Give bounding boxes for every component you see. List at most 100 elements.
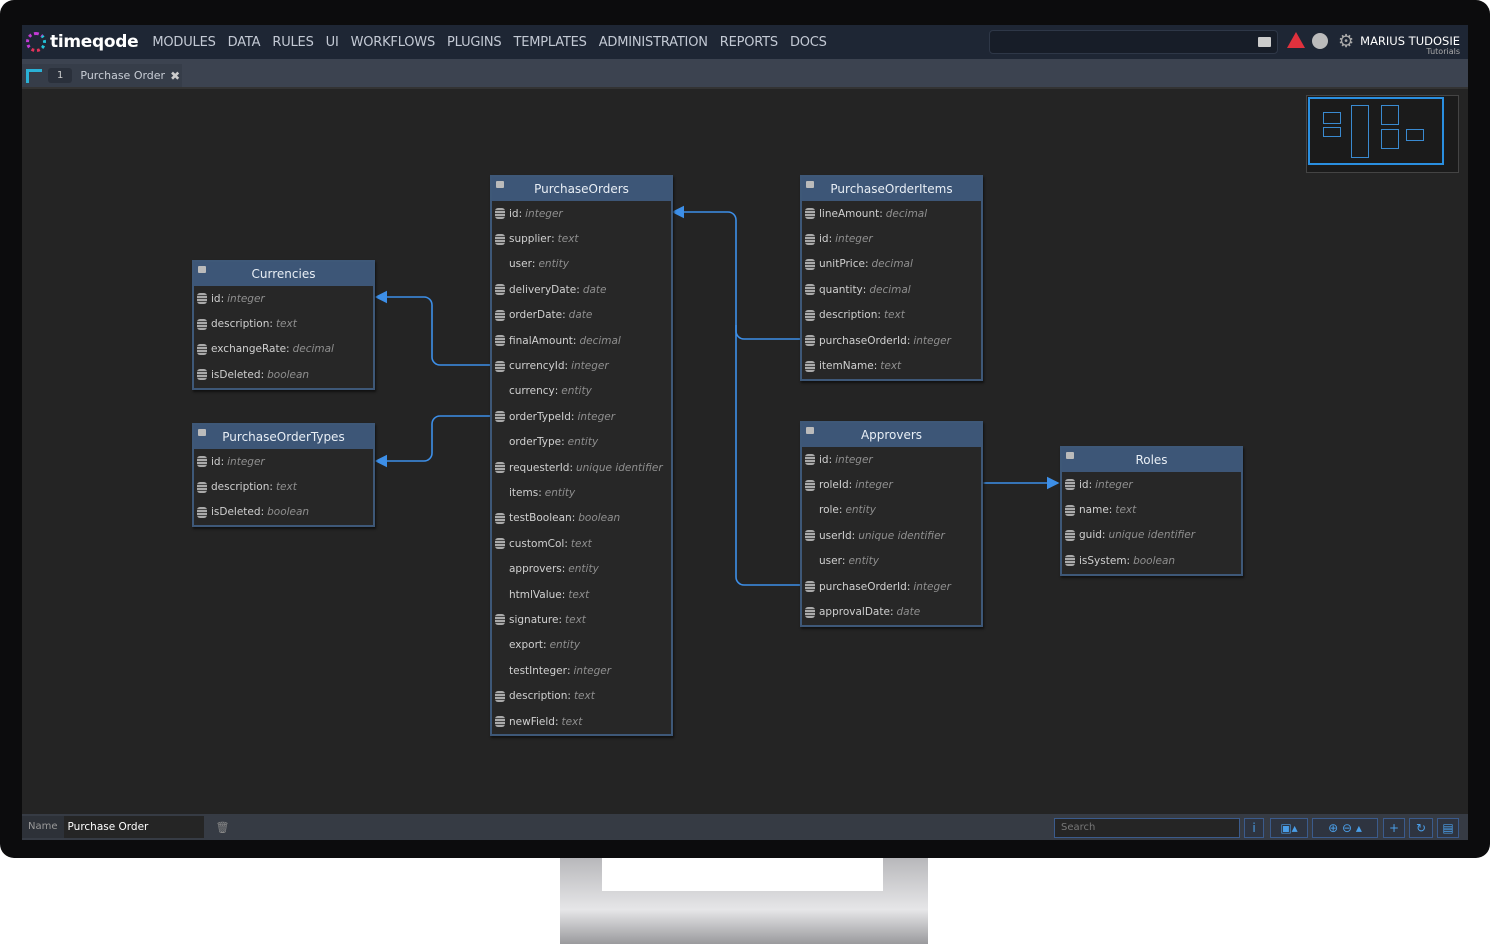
- field-row[interactable]: user:entity: [819, 555, 879, 568]
- nav-rules[interactable]: RULES: [272, 34, 314, 50]
- field-row[interactable]: description:text: [492, 683, 671, 708]
- field-row[interactable]: roleId:integer: [802, 472, 981, 497]
- alert-icon[interactable]: [1287, 32, 1305, 48]
- field-row[interactable]: id:integer: [194, 286, 373, 311]
- nav-reports[interactable]: REPORTS: [719, 34, 778, 50]
- field-row[interactable]: orderType:entity: [509, 436, 599, 449]
- field-row[interactable]: guid:unique identifier: [1062, 523, 1241, 548]
- field-row[interactable]: id:integer: [194, 449, 373, 474]
- field-row[interactable]: unitPrice:decimal: [802, 252, 981, 277]
- field-row[interactable]: approvers:entity: [509, 563, 599, 576]
- field-row[interactable]: exchangeRate:decimal: [194, 337, 373, 362]
- globe-icon[interactable]: [1312, 33, 1328, 49]
- field-row[interactable]: userId:unique identifier: [802, 523, 981, 548]
- settings-gear-icon[interactable]: ⚙: [1338, 31, 1355, 52]
- field-row[interactable]: requesterId:unique identifier: [492, 455, 671, 480]
- field-row[interactable]: signature:text: [492, 607, 671, 632]
- collapse-icon[interactable]: [1066, 452, 1074, 459]
- collapse-icon[interactable]: [496, 181, 504, 188]
- field-row[interactable]: id:integer: [802, 447, 981, 472]
- save-button[interactable]: ▤: [1437, 818, 1459, 838]
- field-row[interactable]: approvalDate:date: [802, 599, 981, 624]
- nav-ui[interactable]: UI: [325, 34, 339, 50]
- image-export-button[interactable]: ▣▴: [1270, 818, 1308, 838]
- close-tab-icon[interactable]: ✖: [170, 68, 181, 83]
- field-row[interactable]: finalAmount:decimal: [492, 328, 671, 353]
- entity-header[interactable]: PurchaseOrderTypes: [194, 425, 373, 449]
- add-button[interactable]: +: [1383, 818, 1405, 838]
- zoom-controls[interactable]: ⊕ ⊖ ▴: [1312, 818, 1378, 838]
- global-search-input[interactable]: [989, 30, 1278, 54]
- field-row[interactable]: isDeleted:boolean: [194, 500, 373, 525]
- database-icon: [197, 343, 207, 355]
- field-row[interactable]: id:integer: [1062, 472, 1241, 497]
- field-row[interactable]: newField:text: [492, 709, 671, 734]
- collapse-icon[interactable]: [198, 266, 206, 273]
- tab-purchase-order[interactable]: 1 Purchase Order ✖: [22, 64, 182, 87]
- nav-templates[interactable]: TEMPLATES: [513, 34, 587, 50]
- nav-data[interactable]: DATA: [227, 34, 261, 50]
- field-row[interactable]: deliveryDate:date: [492, 277, 671, 302]
- field-row[interactable]: purchaseOrderId:integer: [802, 574, 981, 599]
- field-row[interactable]: isSystem:boolean: [1062, 548, 1241, 573]
- minimap[interactable]: [1306, 95, 1459, 173]
- keyboard-icon[interactable]: [1258, 37, 1271, 47]
- field-row[interactable]: currencyId:integer: [492, 353, 671, 378]
- entity-header[interactable]: Currencies: [194, 262, 373, 286]
- field-row[interactable]: description:text: [194, 311, 373, 336]
- info-button[interactable]: i: [1244, 818, 1264, 838]
- field-row[interactable]: user:entity: [509, 258, 569, 271]
- entity-header[interactable]: PurchaseOrders: [492, 177, 671, 201]
- field-row[interactable]: description:text: [194, 474, 373, 499]
- diagram-search-input[interactable]: Search: [1054, 818, 1240, 838]
- field-row[interactable]: id:integer: [802, 226, 981, 251]
- collapse-icon[interactable]: [806, 181, 814, 188]
- main-menu: MODULES DATA RULES UI WORKFLOWS PLUGINS TEMPLA…: [152, 34, 827, 50]
- entity-header[interactable]: Roles: [1062, 448, 1241, 472]
- field-row[interactable]: orderTypeId:integer: [492, 404, 671, 429]
- field-row[interactable]: lineAmount:decimal: [802, 201, 981, 226]
- nav-workflows[interactable]: WORKFLOWS: [350, 34, 436, 50]
- field-row[interactable]: testInteger:integer: [509, 664, 612, 677]
- field-row[interactable]: orderDate:date: [492, 303, 671, 328]
- field-row[interactable]: customCol:text: [492, 531, 671, 556]
- nav-modules[interactable]: MODULES: [152, 34, 216, 50]
- field-row[interactable]: itemName:text: [802, 353, 981, 378]
- entity-header[interactable]: Approvers: [802, 423, 981, 447]
- field-row[interactable]: currency:entity: [509, 385, 592, 398]
- field-row[interactable]: name:text: [1062, 497, 1241, 522]
- nav-plugins[interactable]: PLUGINS: [447, 34, 502, 50]
- name-input[interactable]: Purchase Order: [63, 816, 204, 838]
- field-type: unique identifier: [576, 461, 663, 474]
- field-row[interactable]: description:text: [802, 303, 981, 328]
- field-row[interactable]: testBoolean:boolean: [492, 506, 671, 531]
- field-row[interactable]: role:entity: [819, 504, 876, 517]
- collapse-icon[interactable]: [198, 429, 206, 436]
- field-row[interactable]: id:integer: [492, 201, 671, 226]
- field-row[interactable]: htmlValue:text: [509, 588, 590, 601]
- field-row[interactable]: isDeleted:boolean: [194, 362, 373, 387]
- field-row[interactable]: supplier:text: [492, 226, 671, 251]
- field-row[interactable]: export:entity: [509, 639, 581, 652]
- trash-icon[interactable]: 🗑: [215, 820, 230, 834]
- database-icon: [197, 318, 207, 330]
- nav-administration[interactable]: ADMINISTRATION: [598, 34, 708, 50]
- nav-docs[interactable]: DOCS: [789, 34, 827, 50]
- database-icon: [197, 293, 207, 305]
- collapse-icon[interactable]: [806, 427, 814, 434]
- database-icon: [805, 454, 815, 466]
- field-row[interactable]: purchaseOrderId:integer: [802, 328, 981, 353]
- entity-header[interactable]: PurchaseOrderItems: [802, 177, 981, 201]
- field-row[interactable]: quantity:decimal: [802, 277, 981, 302]
- field-row[interactable]: items:entity: [509, 486, 576, 499]
- minimap-viewport[interactable]: [1308, 97, 1444, 165]
- logo[interactable]: timeqode: [26, 32, 139, 52]
- refresh-button[interactable]: ↻: [1409, 818, 1433, 838]
